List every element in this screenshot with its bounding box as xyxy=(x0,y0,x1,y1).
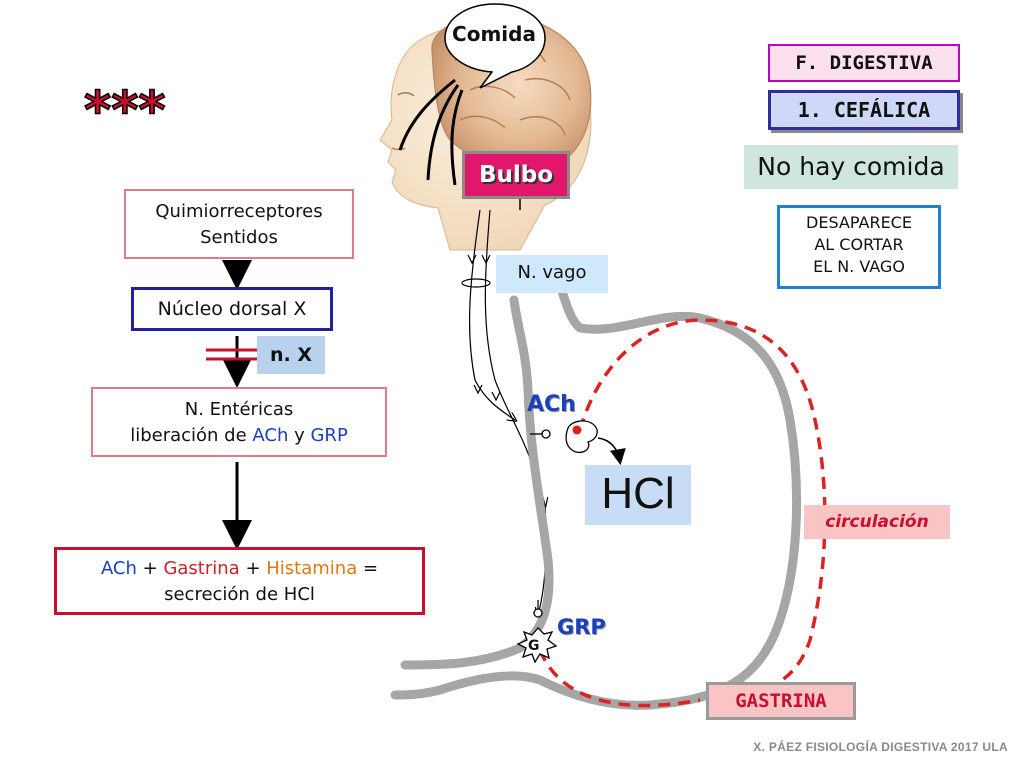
vagus-label-box: N. vago xyxy=(496,255,608,293)
secretion-ach: ACh xyxy=(100,558,137,579)
vagus-label: N. vago xyxy=(517,262,587,283)
disappear-box: DESAPARECE AL CORTAR EL N. VAGO xyxy=(777,205,941,289)
disappear-line3: EL N. VAGO xyxy=(813,257,905,276)
enteric-prefix: liberación de xyxy=(130,425,253,446)
phase-subtitle: 1. CEFÁLICA xyxy=(797,98,931,122)
enteric-grp: GRP xyxy=(310,425,348,446)
stomach-outline xyxy=(390,280,802,710)
nerve-x-label: n. X xyxy=(269,344,312,366)
secretion-line1: ACh + Gastrina + Histamina = xyxy=(57,556,422,582)
nerve-cut-mark xyxy=(206,348,262,361)
circulation-path xyxy=(538,318,827,708)
speech-bubble xyxy=(444,3,546,89)
grp-label: GRP xyxy=(557,615,606,639)
hcl-label: HCl xyxy=(601,469,675,518)
enteric-mid: y xyxy=(288,425,311,446)
secretion-plus2: + xyxy=(239,558,267,579)
phase-title: F. DIGESTIVA xyxy=(795,52,933,74)
nucleus-box: n. X Núcleo dorsal X xyxy=(131,287,333,331)
nerve-x-box: n. X xyxy=(257,336,325,374)
enteric-ach: ACh xyxy=(252,425,289,446)
grp-synapse xyxy=(516,600,558,664)
stars-mark: *** xyxy=(83,80,166,142)
circulation-box: circulación xyxy=(804,505,950,539)
secretion-gastrina: Gastrina xyxy=(163,558,240,579)
secretion-line2: secreción de HCl xyxy=(164,584,315,605)
no-food-text: No hay comida xyxy=(757,152,945,181)
bulbo-label: Bulbo xyxy=(478,162,554,188)
receptors-line1: Quimiorreceptores xyxy=(155,201,323,222)
ach-label: ACh xyxy=(527,392,576,417)
secretion-equals: = xyxy=(357,558,379,579)
g-cell-label: G xyxy=(528,638,540,654)
gastrina-box: GASTRINA xyxy=(706,682,856,720)
enteric-line1: N. Entéricas xyxy=(184,399,294,420)
receptors-line2: Sentidos xyxy=(200,227,278,248)
ach-synapse xyxy=(530,420,626,466)
footer-credit: X. PÁEZ FISIOLOGÍA DIGESTIVA 2017 ULA xyxy=(753,740,1008,754)
disappear-line2: AL CORTAR xyxy=(814,235,904,254)
stars-text: *** xyxy=(84,81,166,141)
no-food-box: No hay comida xyxy=(744,145,958,189)
hcl-box: HCl xyxy=(585,465,691,525)
secretion-histamina: Histamina xyxy=(266,558,358,579)
nucleus-text: Núcleo dorsal X xyxy=(157,298,307,320)
phase-title-box: F. DIGESTIVA xyxy=(768,44,960,82)
bulbo-box: Bulbo xyxy=(462,151,570,199)
phase-subtitle-box: 1. CEFÁLICA xyxy=(768,90,960,130)
disappear-line1: DESAPARECE xyxy=(806,213,912,232)
secretion-plus1: + xyxy=(136,558,164,579)
bubble-text: Comida xyxy=(452,22,536,46)
circulation-label: circulación xyxy=(825,512,929,532)
enteric-box: N. Entéricas liberación de ACh y GRP xyxy=(91,387,387,457)
secretion-box: ACh + Gastrina + Histamina = secreción d… xyxy=(54,547,425,615)
receptors-box: Quimiorreceptores Sentidos xyxy=(124,189,354,259)
enteric-line2: liberación de ACh y GRP xyxy=(93,423,385,449)
gastrina-label: GASTRINA xyxy=(735,690,827,712)
